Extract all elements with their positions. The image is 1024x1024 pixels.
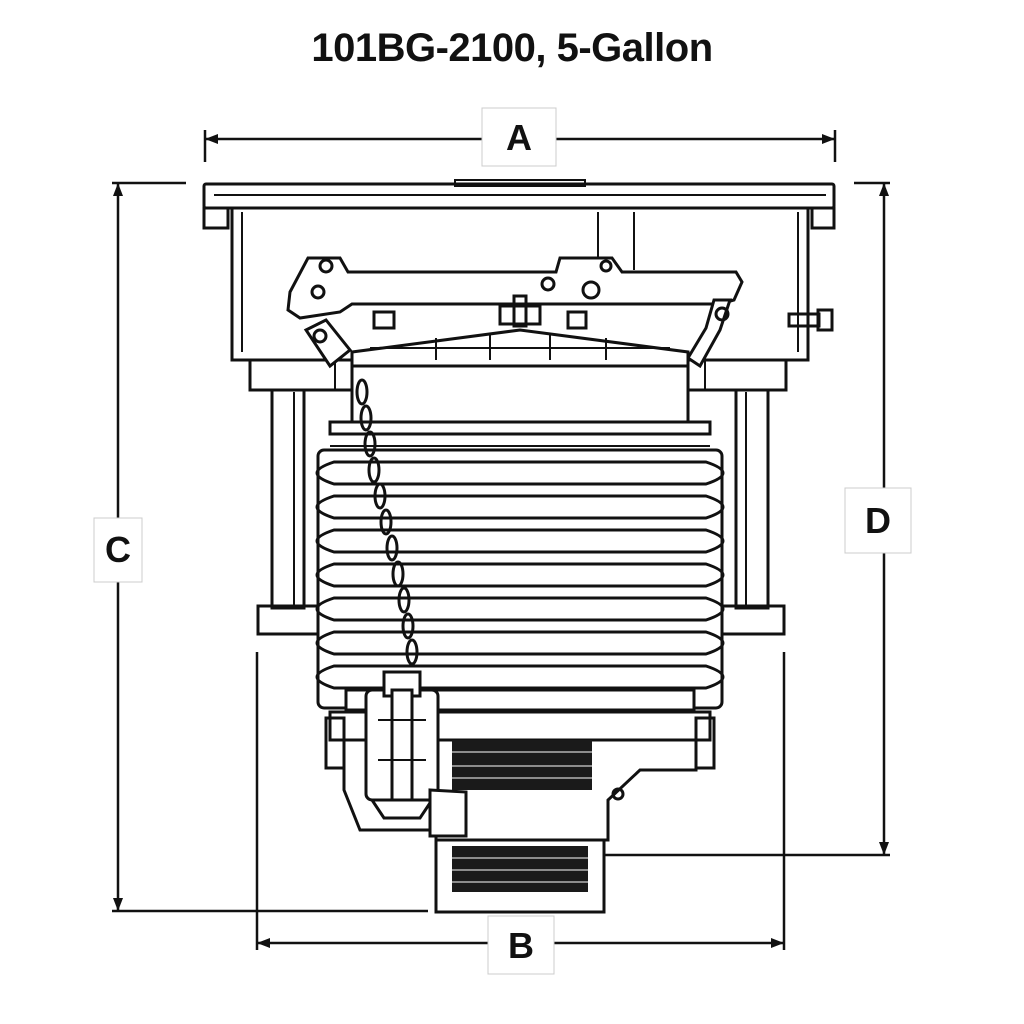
diagram-title: 101BG-2100, 5-Gallon (311, 26, 713, 70)
dimension-b: B (255, 652, 786, 975)
dimension-a-label: A (506, 117, 532, 158)
dimension-b-label: B (508, 925, 534, 966)
lid-rim (202, 179, 836, 230)
dimension-d-label: D (865, 500, 891, 541)
inner-lid (350, 328, 690, 368)
dimension-c: C (93, 181, 428, 913)
threaded-outlet (434, 740, 606, 914)
lever-linkage (286, 256, 744, 369)
dimension-c-label: C (105, 529, 131, 570)
container-collar (328, 364, 712, 447)
dimension-d: D (604, 181, 912, 857)
bellows (315, 448, 725, 712)
dimension-a: A (203, 107, 837, 167)
chain (355, 378, 419, 666)
